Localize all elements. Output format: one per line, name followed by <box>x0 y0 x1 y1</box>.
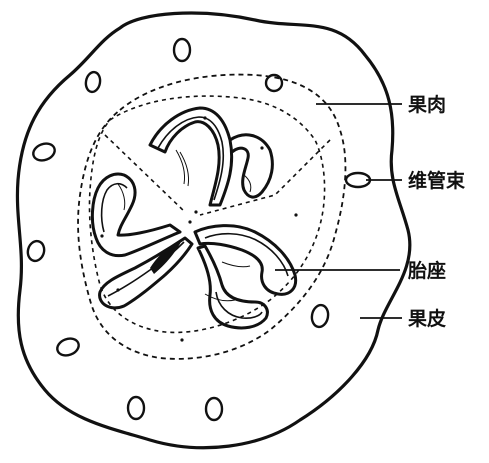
vascular-bundle <box>204 396 224 422</box>
vascular-bundle <box>126 395 146 421</box>
placenta-lobe-lower-left <box>98 236 194 310</box>
placenta-lobe-right <box>193 224 298 296</box>
vascular-bundle <box>84 70 102 94</box>
placenta-lobe-left <box>90 172 182 258</box>
vascular-bundles <box>26 37 372 422</box>
placenta-lobe-upper-inner <box>157 116 225 201</box>
inner-dashed-boundary <box>88 95 326 334</box>
label-pericarp: 果皮 <box>407 307 446 330</box>
vascular-bundle <box>26 239 46 263</box>
placenta-lobe-lower-right-inner <box>215 291 263 319</box>
vascular-bundle <box>56 337 80 357</box>
fruit-outline <box>15 11 412 450</box>
placenta-lobe-upper-right <box>229 133 274 199</box>
label-placenta: 胎座 <box>408 259 446 282</box>
hatching-marks <box>117 149 252 302</box>
vascular-bundle <box>172 37 192 63</box>
stipple-dots <box>100 116 298 342</box>
vascular-bundle <box>310 303 330 329</box>
outer-dashed-boundary <box>77 73 347 360</box>
placenta-lobe-left-inner <box>100 182 128 233</box>
vascular-bundle <box>32 142 56 162</box>
placenta-lobe-lower-right <box>196 244 269 330</box>
placenta-lobes <box>90 106 298 330</box>
placenta-lobe-right-inner <box>204 232 289 277</box>
septum-lines <box>104 134 331 216</box>
leader-lines <box>275 103 402 319</box>
label-pulp: 果肉 <box>407 93 446 116</box>
dark-seed-mark <box>150 240 182 274</box>
vascular-bundle <box>264 73 284 93</box>
placenta-lobe-upper <box>148 106 234 207</box>
label-vascular-bundle: 维管束 <box>408 169 466 192</box>
